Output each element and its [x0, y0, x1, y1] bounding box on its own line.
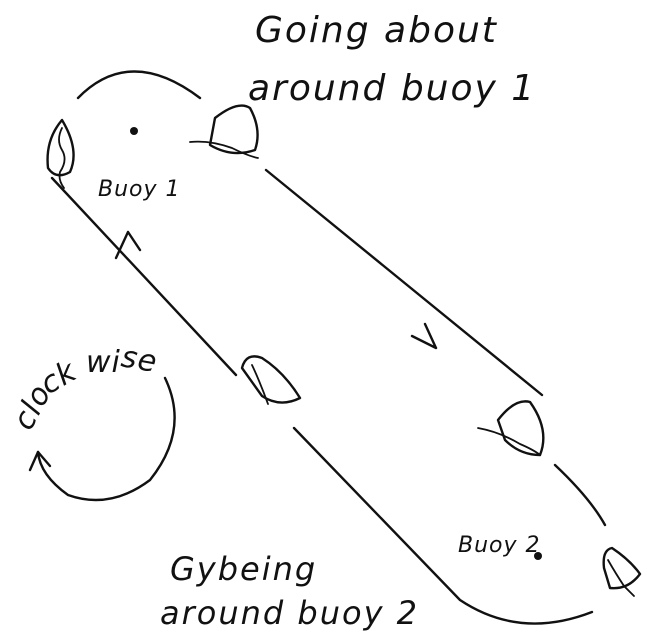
- boat-4-icon: [478, 401, 543, 455]
- buoy-2-label: Buoy 2: [458, 533, 541, 558]
- course-arc-top: [78, 72, 200, 99]
- boat-3-icon: [242, 356, 300, 404]
- going-about-title-line1: Going about: [255, 10, 498, 51]
- boat-2-icon: [190, 106, 258, 158]
- gybeing-title-line2: around buoy 2: [160, 594, 419, 632]
- going-about-title-line2: around buoy 1: [248, 68, 536, 109]
- arrow-upwind: [116, 232, 140, 258]
- boat-5-icon: [604, 548, 640, 596]
- buoy-1-label: Buoy 1: [98, 177, 181, 202]
- course-line-downwind: [266, 170, 542, 395]
- clockwise-label-part4: se: [119, 339, 161, 380]
- course-arc-bottom: [555, 465, 605, 525]
- arrow-downwind: [412, 324, 436, 348]
- clockwise-label-part3: wi: [86, 345, 121, 380]
- gybeing-title-line1: Gybeing: [170, 550, 317, 588]
- buoy-1-mark: [130, 127, 138, 135]
